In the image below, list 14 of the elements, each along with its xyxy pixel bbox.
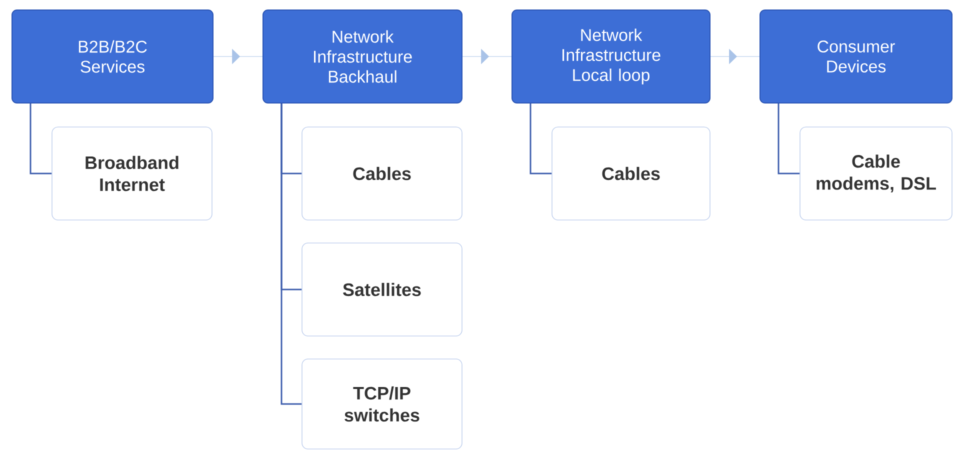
connector-line bbox=[280, 104, 302, 405]
item-box: TCP/IP switches bbox=[302, 358, 462, 450]
item-box: Cable modems, DSL bbox=[800, 126, 952, 220]
item-box: Satellites bbox=[302, 242, 462, 336]
stage-box: B2B/B2C Services bbox=[12, 10, 214, 104]
item-box: Cables bbox=[302, 126, 462, 220]
connector-line bbox=[30, 104, 52, 174]
connector-line bbox=[530, 104, 552, 174]
stage-box: Network Infrastructure Backhaul bbox=[262, 10, 462, 104]
stage-box: Network Infrastructure Local loop bbox=[512, 10, 710, 104]
item-box: Broadband Internet bbox=[52, 126, 212, 220]
stage-box: Consumer Devices bbox=[760, 10, 952, 104]
item-box: Cables bbox=[552, 126, 710, 220]
connector-line bbox=[778, 104, 800, 174]
